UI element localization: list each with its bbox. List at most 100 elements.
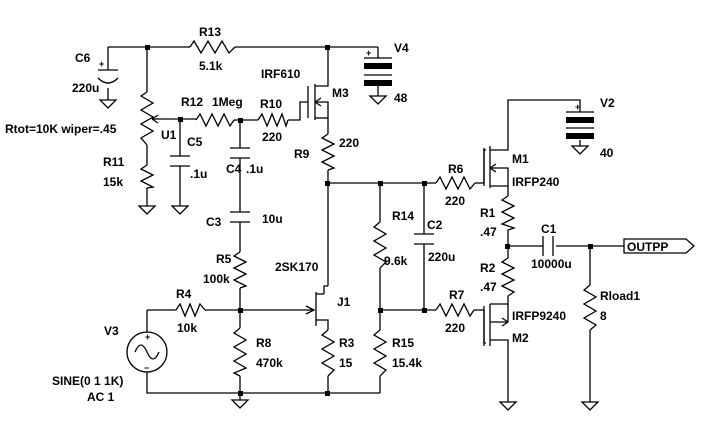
r1-ref: R1: [480, 206, 496, 220]
r10-value: 220: [262, 130, 282, 144]
r6-ref: R6: [448, 162, 464, 176]
resistor-r15: R15 15.4k: [372, 329, 422, 377]
r11-value: 15k: [103, 175, 123, 189]
m2-ref: M2: [512, 331, 529, 345]
r9-ref: R9: [294, 147, 310, 161]
r5-ref: R5: [216, 252, 232, 266]
u1-param: Rtot=10K wiper=.45: [5, 122, 117, 136]
resistor-r13: R13 5.1k: [189, 25, 236, 73]
c3-ref: C3: [206, 215, 222, 229]
resistor-r6: R6 220: [435, 162, 476, 208]
mosfet-m2: IRFP9240 M2: [482, 300, 566, 360]
ground-symbols: [98, 95, 600, 411]
c5-value: .1u: [190, 167, 207, 181]
c2-ref: C2: [427, 218, 443, 232]
c1-value: 10000u: [531, 257, 572, 271]
mosfet-m1: M1 IRFP240: [482, 128, 560, 189]
m1-ref: M1: [512, 152, 529, 166]
resistor-r10: R10 220: [257, 97, 289, 144]
m3-ref: M3: [332, 86, 349, 100]
r15-value: 15.4k: [392, 356, 422, 370]
resistor-r9: R9 220: [294, 133, 359, 171]
v3-minus-sign: −: [144, 363, 149, 373]
v2-ref: V2: [600, 96, 615, 110]
junction-dots: [145, 45, 593, 396]
net-label-outpp: OUTPP: [623, 238, 695, 254]
v3-ref: V3: [104, 324, 119, 338]
c6-plus-sign: +: [99, 59, 104, 69]
r2-ref: R2: [480, 261, 496, 275]
resistor-r4: R4 10k: [175, 287, 206, 335]
r4-ref: R4: [176, 287, 192, 301]
c2-value: 220u: [428, 250, 455, 264]
m1-model: IRFP240: [512, 175, 560, 189]
r3-value: 15: [339, 356, 353, 370]
r15-ref: R15: [392, 336, 414, 350]
capacitor-c3: C3 10u: [206, 211, 283, 229]
r14-value: 9.6k: [384, 254, 408, 268]
r3-ref: R3: [339, 336, 355, 350]
r12-value: 1Meg: [212, 95, 243, 109]
r13-value: 5.1k: [199, 59, 223, 73]
outpp-text: OUTPP: [627, 240, 668, 254]
c4-ref: C4: [226, 162, 242, 176]
r7-value: 220: [445, 321, 465, 335]
r12-ref: R12: [181, 95, 203, 109]
r8-ref: R8: [256, 336, 272, 350]
r4-value: 10k: [177, 321, 197, 335]
r6-value: 220: [445, 194, 465, 208]
j1-model: 2SK170: [275, 260, 319, 274]
r1-value: .47: [480, 225, 497, 239]
v2-plus-sign: +: [575, 102, 580, 112]
c4-value: .1u: [246, 162, 263, 176]
c5-ref: C5: [187, 135, 203, 149]
rload-ref: Rload1: [600, 289, 640, 303]
c3-value: 10u: [262, 212, 283, 226]
c6-value: 220u: [72, 81, 99, 95]
r2-value: .47: [480, 280, 497, 294]
r14-ref: R14: [392, 209, 414, 223]
v4-value: 48: [394, 91, 408, 105]
u1-ref: U1: [161, 128, 177, 142]
capacitor-c1: C1 10000u: [531, 222, 572, 271]
v3-plus-sign: +: [145, 332, 150, 342]
source-v3: + − V3 SINE(0 1 1K) AC 1: [52, 324, 168, 404]
r5-value: 100k: [203, 272, 230, 286]
r11-ref: R11: [103, 155, 125, 169]
r13-ref: R13: [199, 25, 221, 39]
m2-model: IRFP9240: [512, 309, 566, 323]
resistor-r3: R3 15: [320, 329, 355, 377]
resistor-r14: R14 9.6k: [372, 209, 414, 269]
c1-ref: C1: [541, 222, 557, 236]
capacitor-c2: C2 220u: [414, 218, 455, 264]
resistor-r11: R11 15k: [103, 155, 156, 189]
v3-ac: AC 1: [87, 390, 115, 404]
r7-ref: R7: [449, 288, 465, 302]
resistor-r8: R8 470k: [232, 327, 283, 377]
capacitor-c6: + C6 220u: [72, 51, 119, 95]
m3-model: IRF610: [261, 67, 301, 81]
battery-v4: + V4 48: [364, 41, 409, 105]
j1-ref: J1: [337, 295, 351, 309]
v3-source: SINE(0 1 1K): [52, 374, 123, 388]
capacitor-c4: C4 .1u: [226, 147, 263, 176]
resistor-r12: R12 1Meg: [181, 95, 243, 128]
jfet-j1: 2SK170 J1: [275, 260, 351, 326]
v2-value: 40: [600, 146, 614, 160]
v4-ref: V4: [394, 41, 409, 55]
r9-value: 220: [339, 136, 359, 150]
rload-value: 8: [600, 309, 607, 323]
resistor-rload1: Rload1 8: [582, 284, 640, 331]
resistor-r5: R5 100k: [203, 251, 248, 289]
resistor-r2: R2 .47: [480, 257, 516, 297]
battery-v2: + V2 40: [566, 96, 615, 160]
mosfet-m3: IRF610 M3: [261, 66, 349, 120]
r10-ref: R10: [260, 97, 282, 111]
c6-ref: C6: [75, 51, 91, 65]
potentiometer-u1: Rtot=10K wiper=.45 U1: [5, 91, 177, 146]
resistor-r7: R7 220: [435, 288, 475, 335]
v4-plus-sign: +: [366, 48, 371, 58]
resistor-r1: R1 .47: [480, 195, 517, 239]
capacitor-c5: C5 .1u: [170, 135, 207, 181]
